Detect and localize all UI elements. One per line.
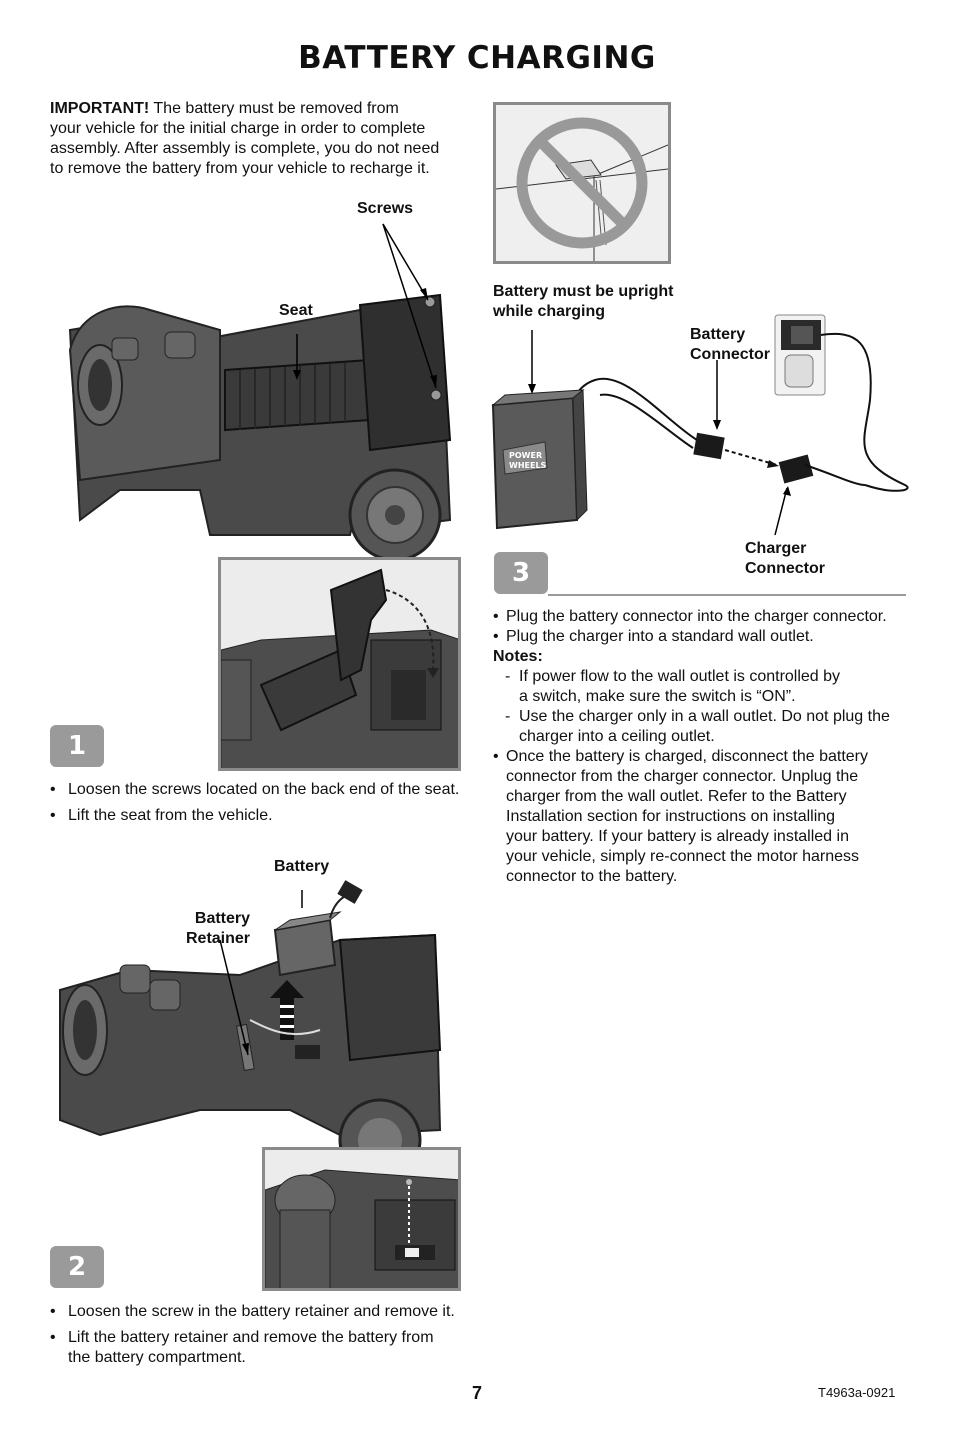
- page-title: BATTERY CHARGING: [298, 40, 656, 76]
- seat-label: Seat: [279, 302, 313, 319]
- step3-instructions: Plug the battery connector into the char…: [493, 607, 913, 887]
- vehicle-battery-illustration: [59, 880, 442, 1160]
- vehicle-seat-illustration: [68, 293, 452, 560]
- notes-heading: Notes:: [493, 648, 543, 665]
- step1-instructions: Loosen the screws located on the back en…: [50, 780, 470, 832]
- charging-illustration: POWER WHEELS: [491, 314, 909, 536]
- battery-retainer-label: Battery Retainer: [186, 910, 251, 947]
- document-code: T4963a-0921: [818, 1385, 896, 1400]
- list-item: Plug the battery connector into the char…: [493, 607, 913, 627]
- battery-connector-label: Battery Connector: [690, 326, 770, 363]
- list-item: Loosen the screw in the battery retainer…: [50, 1302, 470, 1322]
- step3-bullets: Plug the battery connector into the char…: [493, 607, 913, 647]
- step-1-badge: 1: [50, 725, 104, 767]
- battery-brand-text-1: POWER: [509, 451, 542, 460]
- list-item: Lift the battery retainer and remove the…: [50, 1328, 470, 1368]
- list-item: Loosen the screws located on the back en…: [50, 780, 470, 800]
- no-tilt-warning-box: [493, 102, 671, 264]
- note-item: Use the charger only in a wall outlet. D…: [493, 707, 913, 747]
- notes-section: Notes: If power flow to the wall outlet …: [493, 647, 913, 747]
- important-notice: IMPORTANT! The battery must be removed f…: [50, 100, 440, 177]
- seat-removal-inset: [218, 557, 461, 771]
- charger-connector-label: Charger Connector: [745, 540, 825, 577]
- step-2-badge: 2: [50, 1246, 104, 1288]
- list-item: Plug the charger into a standard wall ou…: [493, 627, 913, 647]
- note-item: If power flow to the wall outlet is cont…: [493, 667, 913, 707]
- step1-callout-lines: [293, 223, 437, 389]
- no-sideways-battery-icon: [496, 117, 668, 261]
- step-3-divider: [548, 594, 906, 596]
- important-label: IMPORTANT!: [50, 100, 150, 117]
- retainer-screw-illustration: [265, 1150, 458, 1288]
- page-number: 7: [471, 1383, 482, 1403]
- screws-label: Screws: [357, 200, 414, 217]
- upright-label: Battery must be upright while charging: [493, 283, 674, 320]
- retainer-removal-inset: [262, 1147, 461, 1291]
- step2-instructions: Loosen the screw in the battery retainer…: [50, 1302, 470, 1374]
- list-item: Lift the seat from the vehicle.: [50, 806, 470, 826]
- step3-final-bullet: Once the battery is charged, disconnect …: [493, 747, 913, 887]
- battery-brand-text-2: WHEELS: [509, 461, 547, 470]
- list-item: Once the battery is charged, disconnect …: [493, 747, 913, 887]
- battery-label: Battery: [274, 858, 330, 875]
- step-3-badge: 3: [494, 552, 548, 594]
- seat-lift-illustration: [221, 560, 458, 768]
